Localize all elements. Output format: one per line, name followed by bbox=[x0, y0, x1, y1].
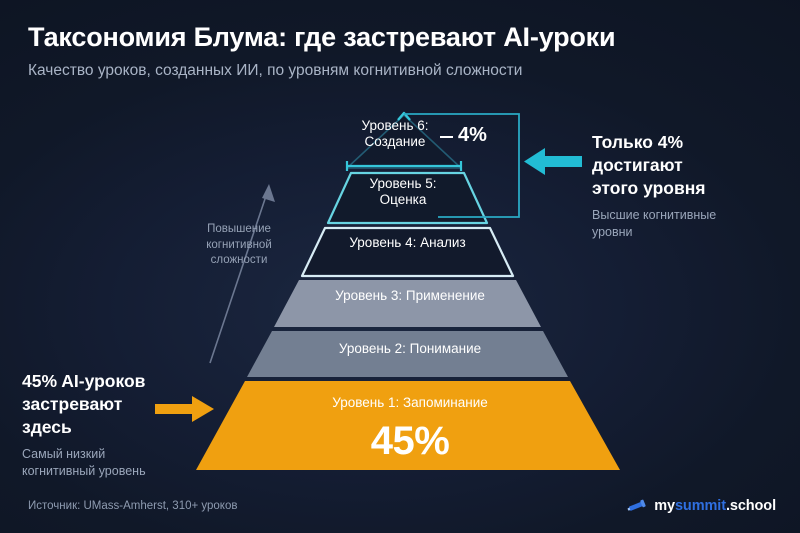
left-callout-sub-line2: когнитивный уровень bbox=[22, 463, 146, 478]
page-subtitle: Качество уроков, созданных ИИ, по уровня… bbox=[28, 62, 523, 80]
page-title: Таксономия Блума: где застревают AI-урок… bbox=[28, 22, 616, 52]
brand-logo-part-my: my bbox=[654, 498, 675, 514]
right-callout-sub-line2: уровни bbox=[592, 224, 633, 239]
source-note: Источник: UMass-Amherst, 310+ уроков bbox=[28, 500, 238, 512]
right-callout-line2: достигают bbox=[592, 155, 683, 176]
left-callout-heading: 45% AI-уроков застревают здесь bbox=[22, 370, 202, 439]
right-callout: Только 4% достигают этого уровня Высшие … bbox=[592, 131, 792, 240]
right-callout-sub-line1: Высшие когнитивные bbox=[592, 208, 717, 223]
right-callout-subtext: Высшие когнитивные уровни bbox=[592, 207, 792, 240]
left-callout-line2: застревают bbox=[22, 394, 123, 415]
pyramid-level-5-shape bbox=[326, 171, 489, 225]
left-callout-sub-line1: Самый низкий bbox=[22, 447, 106, 462]
brand-logo[interactable]: mysummit.school bbox=[626, 497, 776, 515]
complexity-axis-line3: сложности bbox=[210, 254, 268, 267]
pyramid-level-3-shape bbox=[274, 280, 541, 327]
brand-logo-part-school: .school bbox=[725, 498, 776, 514]
brand-logo-part-summit: summit bbox=[674, 498, 726, 514]
right-callout-line1: Только 4% bbox=[592, 132, 684, 152]
pyramid-level-1-shape bbox=[196, 381, 620, 470]
top-levels-bracket bbox=[404, 113, 520, 218]
left-callout-line3: здесь bbox=[22, 417, 72, 438]
complexity-axis-arrow bbox=[209, 184, 275, 364]
left-callout: 45% AI-уроков застревают здесь Самый низ… bbox=[22, 370, 202, 479]
telescope-icon bbox=[627, 499, 646, 511]
complexity-axis-line2: когнитивной bbox=[206, 238, 272, 251]
pyramid-level-4-shape bbox=[300, 226, 515, 278]
complexity-axis-label: Повышение когнитивной сложности bbox=[178, 222, 300, 269]
brand-logo-text: mysummit.school bbox=[654, 498, 776, 514]
right-callout-heading: Только 4% достигают этого уровня bbox=[592, 131, 792, 200]
left-callout-arrow bbox=[155, 396, 214, 422]
pyramid-level-2-shape bbox=[247, 331, 568, 377]
left-callout-line1: 45% AI-уроков bbox=[22, 371, 146, 391]
right-callout-line3: этого уровня bbox=[592, 178, 706, 199]
complexity-axis-line1: Повышение bbox=[207, 223, 271, 235]
right-callout-arrow bbox=[524, 148, 582, 175]
pyramid-level-6-shape bbox=[346, 114, 462, 169]
header: Таксономия Блума: где застревают AI-урок… bbox=[28, 22, 772, 81]
level-1-percent-value: 45% bbox=[370, 419, 450, 463]
top-percent-dash bbox=[440, 136, 453, 138]
top-percent-value: 4% bbox=[458, 124, 487, 146]
apex-peak-marker bbox=[397, 111, 411, 121]
left-callout-subtext: Самый низкий когнитивный уровень bbox=[22, 446, 202, 479]
